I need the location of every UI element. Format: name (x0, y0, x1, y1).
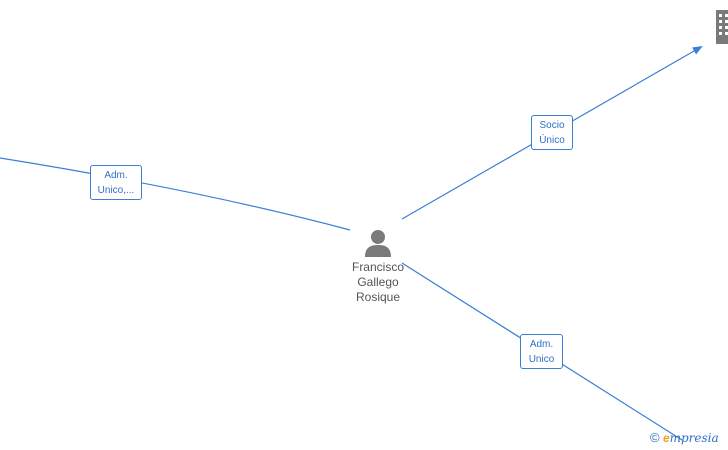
empresia-watermark: © empresia (650, 430, 719, 446)
copyright-symbol: © (650, 430, 660, 445)
edge-line-left (0, 157, 351, 231)
person-name-line-1: Francisco (351, 260, 404, 274)
edge-label-left-line-2: Unico,... (97, 185, 135, 196)
edge-label-left-line-1: Adm. (104, 170, 128, 181)
edge-label-top-right-line-1: Socio (539, 120, 565, 131)
person-icon (365, 230, 391, 257)
edge-label-bottom-right-line-1: Adm. (529, 339, 554, 350)
edge-label-bottom-right[interactable]: Adm. Unico (520, 334, 563, 369)
edge-label-top-right[interactable]: Socio Único (531, 115, 573, 150)
edge-label-bottom-right-line-2: Unico (528, 354, 555, 365)
person-node[interactable]: Francisco Gallego Rosique (340, 228, 416, 305)
edge-label-top-right-line-2: Único (539, 135, 565, 146)
building-icon (716, 10, 728, 44)
edge-label-left[interactable]: Adm. Unico,... (90, 165, 142, 200)
brand-initial: e (662, 431, 670, 445)
person-name: Francisco Gallego Rosique (340, 260, 416, 305)
brand-name: mpresia (669, 431, 719, 445)
company-node[interactable] (714, 8, 728, 49)
person-name-line-2: Gallego (357, 275, 399, 289)
person-name-line-3: Rosique (355, 290, 401, 304)
